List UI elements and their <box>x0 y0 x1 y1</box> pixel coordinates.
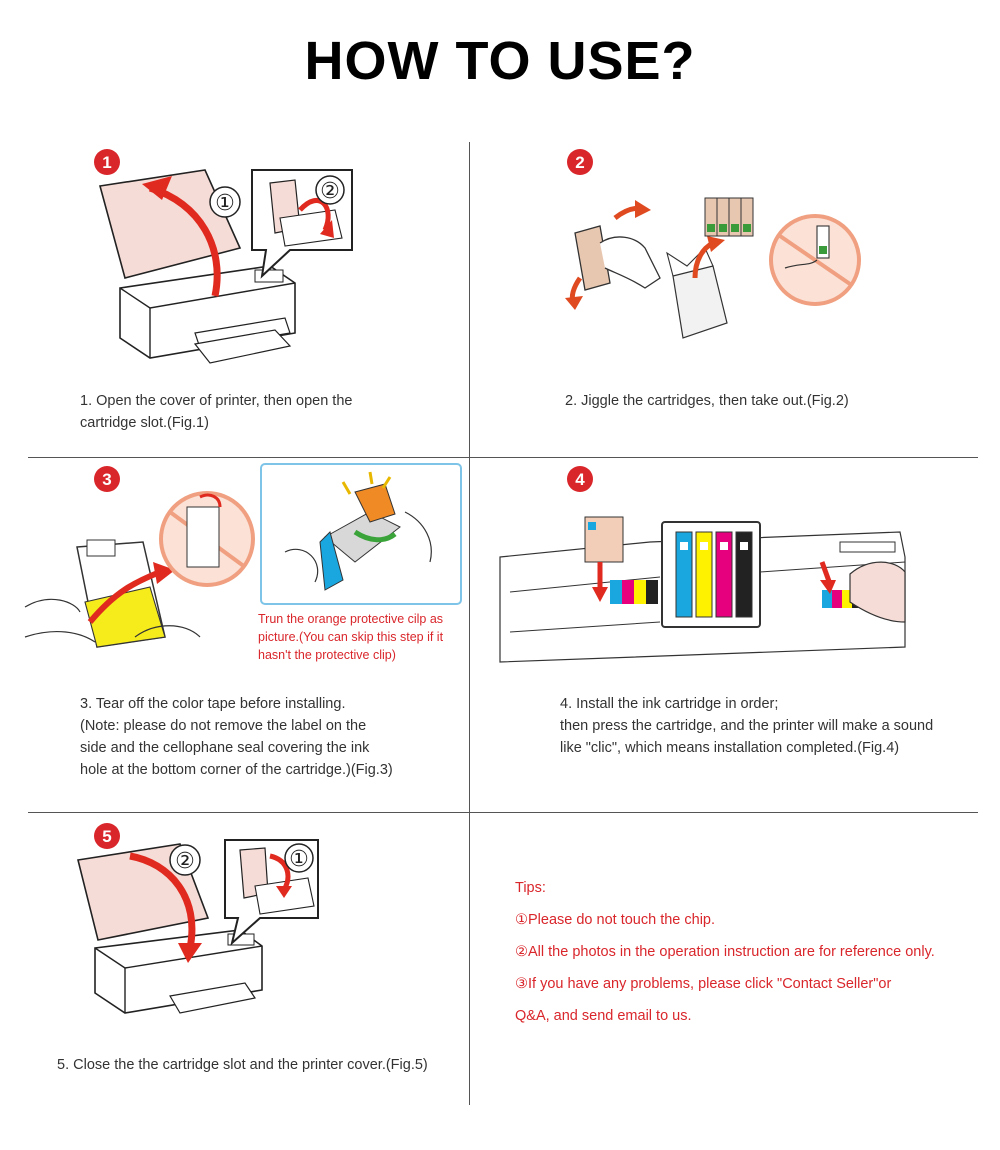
divider-row-2 <box>28 812 978 813</box>
cartridge-order <box>675 531 753 618</box>
step-5-mark-b: ① <box>289 847 309 872</box>
step-4-badge <box>567 466 593 492</box>
step-1-illustration: 1 ① ② <box>94 149 353 364</box>
no-remove-label-icon <box>159 491 255 587</box>
plastic-bag <box>672 265 728 339</box>
step-4-illustration: 4 <box>499 466 906 663</box>
step-1-badge-number: 1 <box>102 153 111 172</box>
step-5-badge-number: 5 <box>102 827 111 846</box>
step-3-caption: 3. Tear off the color tape before instal… <box>80 696 393 778</box>
step-3-illustration: 3 <box>24 463 462 648</box>
step-1-caption: 1. Open the cover of printer, then open … <box>80 393 353 431</box>
carriage-slots-left <box>610 580 658 604</box>
step-5-mark-a: ② <box>175 849 195 874</box>
step-2-badge <box>567 149 593 175</box>
pressing-hand <box>849 561 906 623</box>
step-3-badge <box>94 466 120 492</box>
step-2-illustration: 2 <box>565 149 861 339</box>
step-4-badge-number: 4 <box>575 470 585 489</box>
orange-clip <box>354 483 396 523</box>
divider-vertical <box>469 142 470 1105</box>
step-5-illustration: 5 ② ① <box>77 823 319 1014</box>
tip-item: ②All the photos in the operation instruc… <box>515 944 935 960</box>
no-touch-chip-icon <box>769 214 861 306</box>
step-3-badge-number: 3 <box>102 470 111 489</box>
step-1-mark-a: ① <box>215 191 235 216</box>
step-2-caption: 2. Jiggle the cartridges, then take out.… <box>565 393 849 409</box>
step-4-caption: 4. Install the ink cartridge in order; t… <box>560 696 934 756</box>
divider-row-1 <box>28 457 978 458</box>
tips-section: Tips: ①Please do not touch the chip. ②Al… <box>515 880 935 1040</box>
step-1-mark-b: ② <box>320 179 340 204</box>
tip-item: Q&A, and send email to us. <box>515 1008 692 1024</box>
step-5-caption: 5. Close the the cartridge slot and the … <box>57 1057 428 1073</box>
hand <box>599 236 661 289</box>
cartridge-set <box>704 197 754 237</box>
step-5-badge <box>94 823 120 849</box>
page-title: HOW TO USE? <box>304 31 696 91</box>
step-3-note: Trun the orange protective cilp as pictu… <box>258 612 444 662</box>
tips-heading: Tips: <box>515 880 546 896</box>
tip-item: ①Please do not touch the chip. <box>515 912 716 928</box>
step-1-badge <box>94 149 120 175</box>
step-2-badge-number: 2 <box>575 153 584 172</box>
tip-item: ③If you have any problems, please click … <box>515 976 892 992</box>
